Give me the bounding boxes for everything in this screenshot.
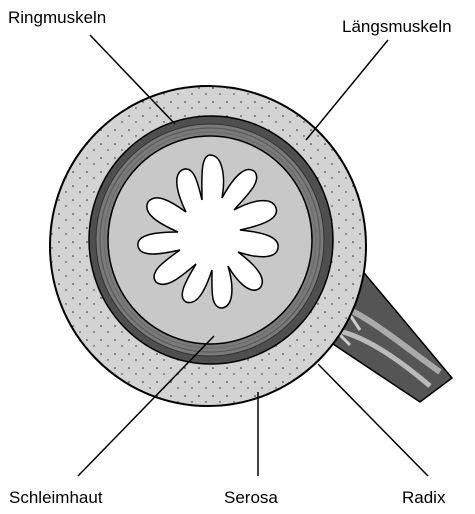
label-radix: Radix [402, 488, 445, 508]
label-ringmuskeln: Ringmuskeln [8, 8, 106, 28]
label-laengsmuskeln: Längsmuskeln [342, 17, 452, 37]
leader-laengsmuskeln [306, 40, 388, 140]
label-schleimhaut: Schleimhaut [9, 488, 103, 508]
label-serosa: Serosa [224, 488, 278, 508]
